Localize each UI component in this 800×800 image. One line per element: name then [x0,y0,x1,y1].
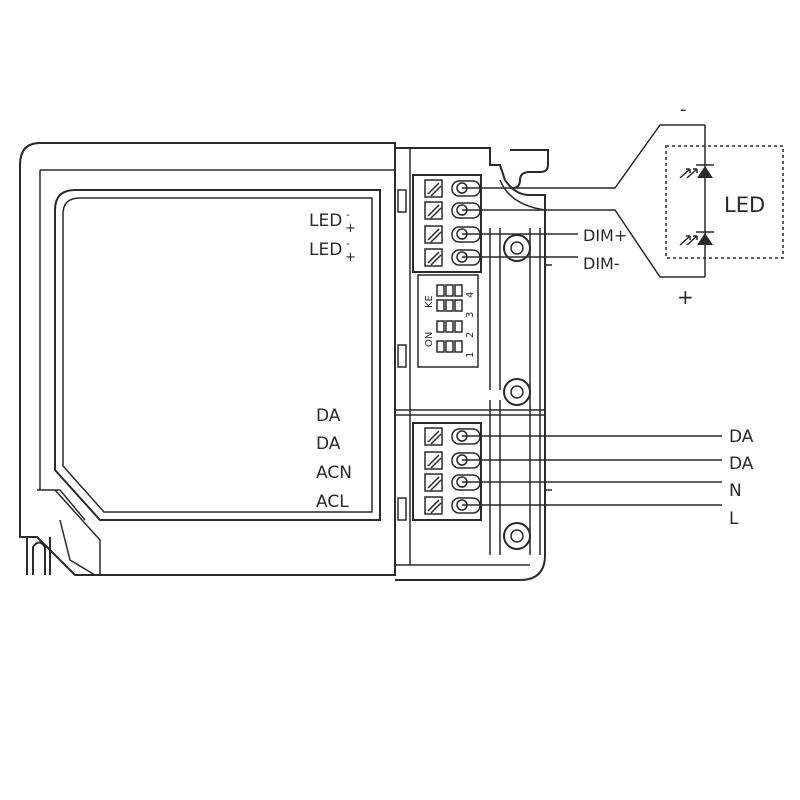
label-led-plus-2: + [345,250,356,265]
terminal-input-4 [424,496,481,515]
wires [462,124,722,506]
dip-switch: ON KE 1 2 3 4 [417,274,479,368]
dip-switch-3 [436,299,445,312]
led-diode-1 [679,164,714,179]
label-acl: ACL [316,492,349,512]
wire-led-plus [462,209,705,278]
label-led-output-1: LED [309,211,342,231]
led-diode-2 [679,231,714,246]
label-da-1: DA [316,406,341,426]
label-out-l: L [729,509,739,529]
driver-housing [19,142,396,576]
dip-number-2: 2 [465,332,476,338]
label-out-n: N [729,481,742,501]
dip-number-3: 3 [465,312,476,318]
label-acn: ACN [316,463,352,483]
driver-labels: LED - + LED - + DA DA ACN ACL [309,208,356,512]
screw-middle [503,378,531,406]
label-out-da-2: DA [729,454,754,474]
wire-led-minus [462,124,705,189]
screw-bottom [503,522,531,550]
terminal-block-input [412,422,482,521]
label-led-output-2: LED [309,240,342,260]
dip-number-1: 1 [465,352,476,358]
dip-switch-2 [436,320,445,333]
label-dim-minus: DIM- [583,254,620,273]
terminal-section [395,147,552,581]
led-module: LED - + [665,99,784,309]
led-module-outline [665,145,784,259]
led-module-plus: + [677,285,694,309]
label-led-plus-1: + [345,221,356,236]
led-module-label: LED [724,193,765,217]
dip-number-4: 4 [465,292,476,298]
screw-top [503,234,531,262]
dip-on-label: ON [424,332,435,347]
dip-switch-1 [436,340,445,353]
dip-switch-4 [436,284,445,297]
label-dim-plus: DIM+ [583,226,627,245]
wire-labels: DIM+ DIM- DA DA N L [583,226,754,529]
led-module-minus: - [680,99,687,120]
label-led-minus-2: - [346,237,350,250]
dip-ke-label: KE [424,295,435,308]
label-led-minus-1: - [346,208,350,221]
label-out-da-1: DA [729,427,754,447]
label-da-2: DA [316,434,341,454]
